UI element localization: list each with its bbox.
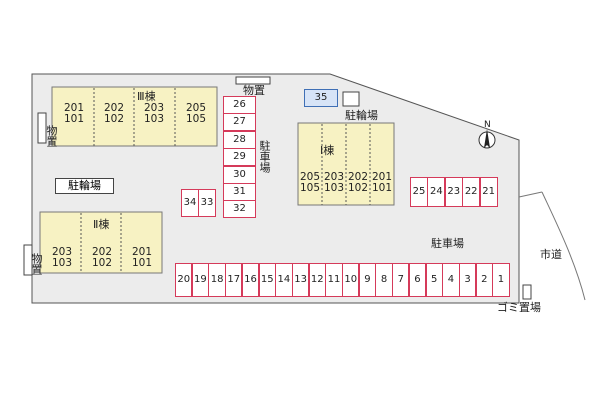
parking-slot-29: 29 (223, 148, 256, 167)
bike-parking-1: 駐輪場 (55, 178, 114, 194)
parking-slot-33: 33 (198, 189, 216, 217)
storage-top-box (235, 76, 271, 85)
parking-slot-12: 12 (308, 263, 326, 297)
bike-box (342, 91, 360, 107)
storage-left1-box (37, 112, 47, 144)
parking-slot-8: 8 (375, 263, 393, 297)
storage-left1-label: 物置 (45, 125, 58, 147)
parking-slot-13: 13 (291, 263, 310, 297)
parking-slot-27: 27 (223, 113, 256, 132)
road-edge-line (541, 191, 586, 301)
parking-slot-26: 26 (223, 96, 256, 114)
parking-slot-4: 4 (442, 263, 460, 297)
north-arrow-icon (484, 129, 490, 148)
parking-slot-14: 14 (275, 263, 293, 297)
parking-slot-25: 25 (410, 177, 428, 207)
parking-slot-31: 31 (223, 183, 256, 201)
parking-slot-3: 3 (458, 263, 477, 297)
parking-slot-23: 23 (444, 177, 463, 207)
parking-slot-11: 11 (325, 263, 343, 297)
garbage-box (522, 284, 532, 300)
parking-slot-22: 22 (462, 177, 481, 207)
parking-vertical-label: 駐車場 (258, 140, 271, 173)
road-label: 市道 (540, 248, 562, 261)
parking-label: 駐車場 (431, 237, 464, 250)
parking-slot-5: 5 (425, 263, 443, 297)
parking-slot-19: 19 (191, 263, 210, 297)
parking-slot-34: 34 (181, 189, 199, 217)
parking-slot-17: 17 (225, 263, 243, 297)
storage-top-label: 物置 (243, 84, 265, 97)
bike-parking-2: 駐輪場 (345, 109, 378, 122)
b2-name: Ⅱ棟 (93, 218, 110, 231)
parking-slot-35: 35 (304, 89, 338, 107)
parking-slot-20: 20 (175, 263, 193, 297)
parking-slot-9: 9 (358, 263, 377, 297)
parking-slot-2: 2 (475, 263, 493, 297)
parking-slot-21: 21 (479, 177, 498, 207)
parking-slot-24: 24 (427, 177, 446, 207)
parking-slot-1: 1 (492, 263, 510, 297)
storage-left2-label: 物置 (30, 253, 43, 275)
parking-slot-28: 28 (223, 130, 256, 149)
parking-slot-10: 10 (342, 263, 360, 297)
parking-slot-30: 30 (223, 165, 256, 184)
b3-name: Ⅲ棟 (137, 90, 156, 103)
parking-slot-15: 15 (258, 263, 276, 297)
parking-slot-18: 18 (208, 263, 226, 297)
b1-name: Ⅰ棟 (320, 144, 335, 157)
building-2-shape (39, 211, 163, 274)
parking-slot-6: 6 (408, 263, 427, 297)
storage-left2-box (23, 244, 33, 276)
north-label: N (484, 120, 491, 130)
garbage-label: ゴミ置場 (497, 301, 541, 314)
parking-slot-7: 7 (392, 263, 410, 297)
parking-slot-16: 16 (241, 263, 260, 297)
parking-slot-32: 32 (223, 200, 256, 219)
